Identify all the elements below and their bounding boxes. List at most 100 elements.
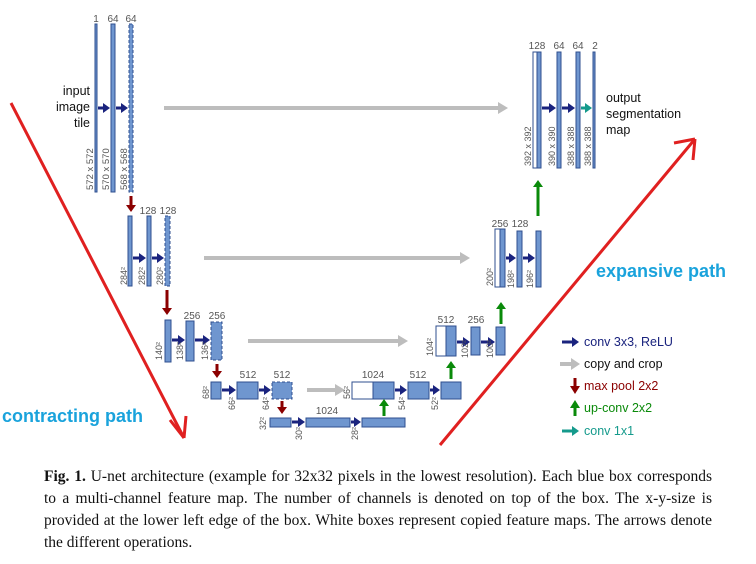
contracting-path-label: contracting path [2, 406, 143, 426]
input-label-1: input [63, 84, 91, 98]
u3-box-2 [470, 326, 481, 356]
l3-size-1: 140² [154, 342, 164, 360]
l2-box-1 [127, 215, 133, 287]
u1-size-2: 390 x 390 [547, 126, 557, 166]
upconv-4-head [379, 399, 389, 406]
l4-box-2 [236, 381, 259, 400]
l1-size-3: 568 x 568 [119, 148, 130, 190]
u2-conv-1-head [509, 253, 516, 263]
copy-l2-head [460, 252, 470, 264]
output-label-2: segmentation [606, 107, 681, 121]
u1-copy-box [532, 51, 538, 169]
caption-text: U-net architecture (example for 32x32 pi… [44, 468, 712, 551]
l4-channels-1: 512 [240, 370, 257, 381]
u4-box-3 [440, 381, 462, 400]
pool-1-head [126, 205, 136, 212]
input-label-3: tile [74, 116, 90, 130]
expansive-arrow [438, 138, 697, 446]
l2-size-2: 282² [137, 267, 147, 285]
u3-copy-box [435, 325, 447, 357]
u1-conv1x1-head [585, 103, 592, 113]
figure-caption: Fig. 1. U-net architecture (example for … [44, 466, 712, 554]
u2-channels-2: 128 [512, 219, 529, 230]
legend-label-4: conv 1x1 [584, 424, 634, 438]
legend-2-icon-head [570, 386, 580, 394]
u2-conv-2-head [528, 253, 535, 263]
u2-copy-box [494, 228, 501, 288]
l2-channels-2: 128 [160, 206, 177, 217]
l3-box-1 [164, 319, 172, 363]
l4-channels-2: 512 [274, 370, 291, 381]
u1-conv-1-head [549, 103, 556, 113]
l5-box-1 [269, 417, 292, 428]
copy-arrows [164, 102, 508, 396]
legend-label-2: max pool 2x2 [584, 379, 658, 393]
l5-size-1: 32² [258, 417, 268, 430]
l4-size-3: 64² [261, 397, 271, 410]
u3-box-3 [495, 326, 506, 356]
upconv-2-head [496, 302, 506, 309]
l4-box-3 [271, 381, 293, 400]
l3-conv-1-head [178, 335, 185, 345]
l5-box-3 [361, 417, 406, 428]
copy-l1-head [498, 102, 508, 114]
u1-box-3 [575, 51, 581, 169]
u2-box-2 [516, 230, 523, 288]
l2-conv-1-head [139, 253, 146, 263]
l5-conv-1-head [298, 417, 305, 427]
l4-box-1 [210, 381, 222, 400]
l4-conv-1-head [229, 385, 236, 395]
u1-channels-1: 128 [529, 41, 546, 52]
l1-box-1 [94, 23, 98, 193]
u1-channels-2: 64 [553, 41, 565, 52]
l3-channels-1: 256 [184, 311, 201, 322]
l5-channels-1: 1024 [316, 406, 339, 417]
upconv-1-head [533, 180, 543, 187]
u3-size-1: 104² [425, 338, 435, 356]
u4-channels-1: 1024 [362, 370, 385, 381]
l4-size-1: 68² [201, 386, 211, 399]
expansive-arrowhead-icon [673, 137, 697, 161]
operation-arrows [98, 103, 592, 427]
u4-channels-2: 512 [410, 370, 427, 381]
l5-conv-2-head [354, 417, 361, 427]
legend-1-icon-head [571, 358, 580, 370]
u2-size-2: 198² [506, 270, 516, 288]
output-label-1: output [606, 91, 641, 105]
l3-box-3 [210, 321, 223, 361]
l2-size-1: 284² [119, 267, 129, 285]
output-label-3: map [606, 123, 630, 137]
input-label-2: image [56, 100, 90, 114]
legend-0-icon-head [572, 337, 579, 347]
upconv-3-head [446, 361, 456, 368]
pool-2-head [162, 308, 172, 315]
contracting-arrow [9, 102, 186, 439]
u4-size-1: 56² [342, 386, 352, 399]
u2-size-3: 196² [525, 270, 535, 288]
u2-channels-1: 256 [492, 219, 509, 230]
l3-box-2 [185, 320, 195, 362]
feature-maps [94, 23, 596, 428]
u3-conv-2-head [488, 337, 495, 347]
l2-box-2 [146, 215, 152, 287]
u1-channels-4: 2 [592, 41, 598, 52]
u3-size-3: 100² [485, 340, 495, 358]
legend-3-icon-head [570, 400, 580, 408]
l1-size-2: 570 x 570 [101, 148, 112, 190]
l2-conv-2-head [157, 253, 164, 263]
u1-channels-3: 64 [572, 41, 584, 52]
pool-4-head [277, 407, 287, 414]
l2-channels-1: 128 [140, 206, 157, 217]
l4-conv-2-head [264, 385, 271, 395]
l1-box-3 [128, 23, 134, 193]
u1-conv-2-head [568, 103, 575, 113]
l5-box-2 [305, 417, 351, 428]
l2-size-3: 280² [155, 267, 165, 285]
u4-box-1 [372, 381, 395, 400]
u1-size-1: 392 x 392 [523, 126, 533, 166]
l1-channels-3: 64 [125, 14, 137, 25]
